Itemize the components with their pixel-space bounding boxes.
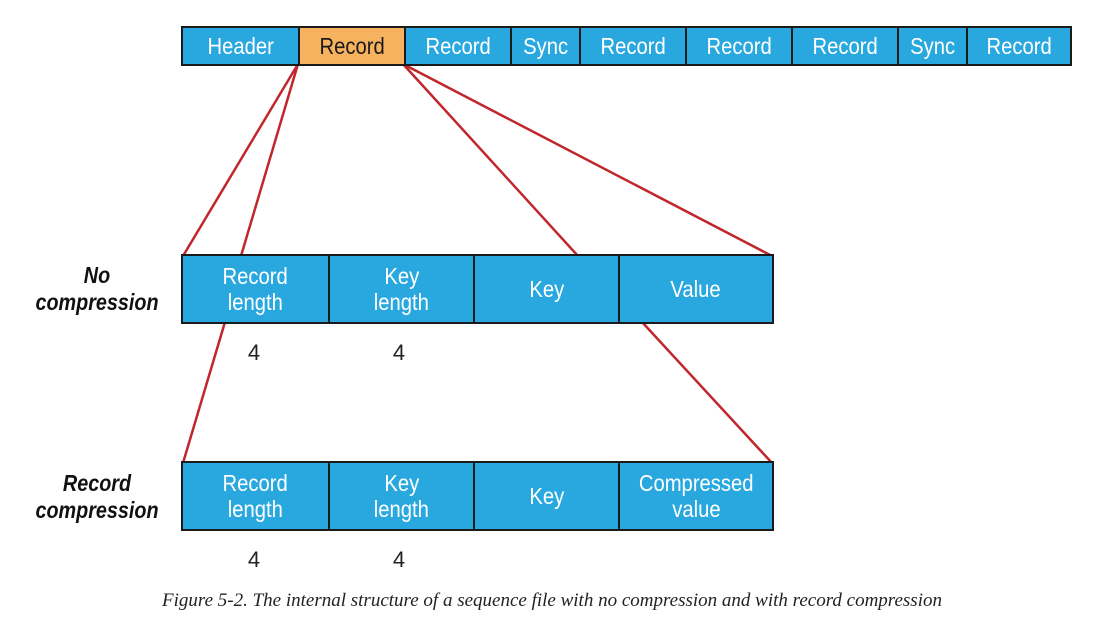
figure-caption: Figure 5-2. The internal structure of a … [162,590,942,611]
header-cell: Header [183,28,298,64]
sync-cell: Sync [510,28,579,64]
record-length-size: 4 [247,547,261,572]
connector-line [641,321,773,464]
record-cell: Record [791,28,897,64]
connector-line [402,63,579,257]
record-cell: Record [404,28,510,64]
record-length-size: 4 [247,340,261,365]
sync-cell: Sync [897,28,966,64]
sequence-file-strip: Header Record Record Sync Record Record … [181,26,1072,66]
key-length-size: 4 [392,340,406,365]
connector-line [181,63,300,257]
record-cell: Record [579,28,685,64]
value-cell: Value [618,256,772,322]
no-compression-label: No compression [35,262,159,315]
record-cell: Record [966,28,1070,64]
connector-line [239,63,300,257]
key-cell: Key [473,256,618,322]
key-cell: Key [473,463,618,529]
connector-line [181,321,227,464]
record-compression-label: Record compression [35,470,159,523]
record-cell: Record [685,28,791,64]
connector-line [402,62,773,258]
record-cell-highlighted: Record [298,28,404,64]
key-length-size: 4 [392,547,406,572]
